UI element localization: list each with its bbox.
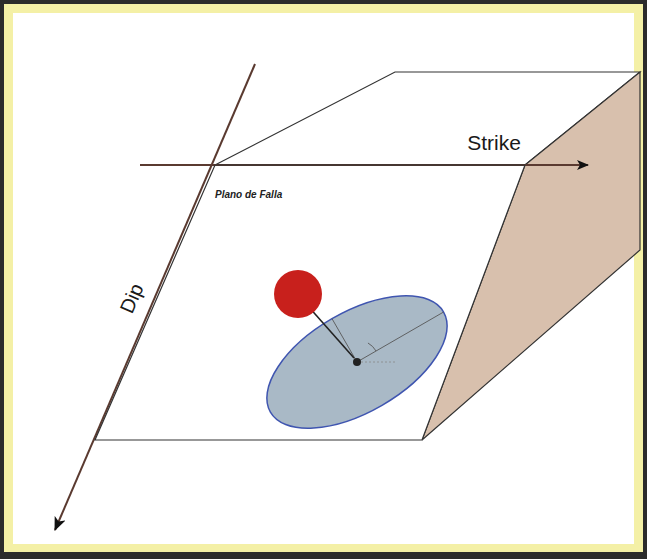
major-axis [357,312,444,362]
minor-axis [332,319,357,362]
plane-label: Plano de Falla [215,189,282,200]
strike-label: Strike [467,131,521,155]
reference-line [357,362,395,363]
source-circle [274,270,322,318]
fault-plane: Plano de Falla [95,165,525,440]
ellipse-center [353,358,361,366]
rupture-ellipse [245,269,468,456]
fault-plane-outline [95,165,525,440]
fault-plane-border [95,165,525,440]
frame-border [4,4,643,552]
rupture-ellipse-group [245,269,468,456]
dip-arrow [55,64,255,530]
angle-arc [368,341,376,352]
